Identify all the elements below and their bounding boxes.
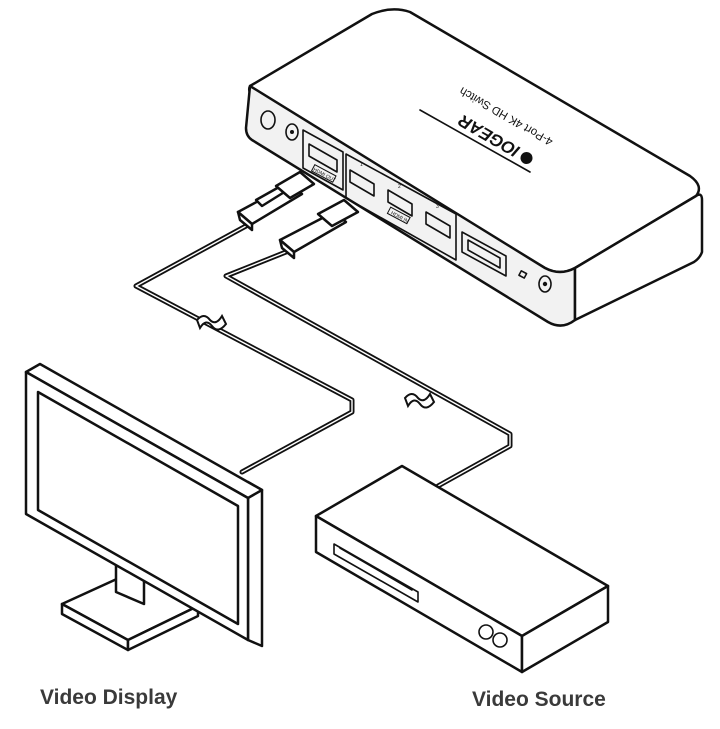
hdmi-in-port-1-icon: 1 [349,162,375,197]
hdmi-switch: IOGEAR 4-Port 4K HD Switch HDMI OUT [244,8,704,327]
hdmi-plug-icon [236,170,316,232]
monitor-icon [24,362,264,652]
video-display-caption: Video Display [40,686,178,709]
hdmi-in-port-3-icon: 3 [425,204,451,239]
cable-break-icon [403,391,436,409]
logo-mark-icon [520,152,533,164]
port-number-1: 1 [360,162,363,168]
port-number-2: 2 [398,184,401,190]
video-source-caption: Video Source [472,688,606,711]
port-number-3: 3 [436,204,439,210]
hdmi-plug-icon [278,198,360,260]
hdmi-in-port-2-icon: 2 [387,184,413,217]
cable-break-icon [195,313,228,331]
power-jack-icon [260,110,299,141]
hdmi-cable-to-source [223,245,513,489]
video-source-box-icon [314,464,610,674]
vga-port-icon [461,231,507,277]
hdmi-cable-to-display [133,223,355,475]
ir-jack-icon [538,275,552,293]
